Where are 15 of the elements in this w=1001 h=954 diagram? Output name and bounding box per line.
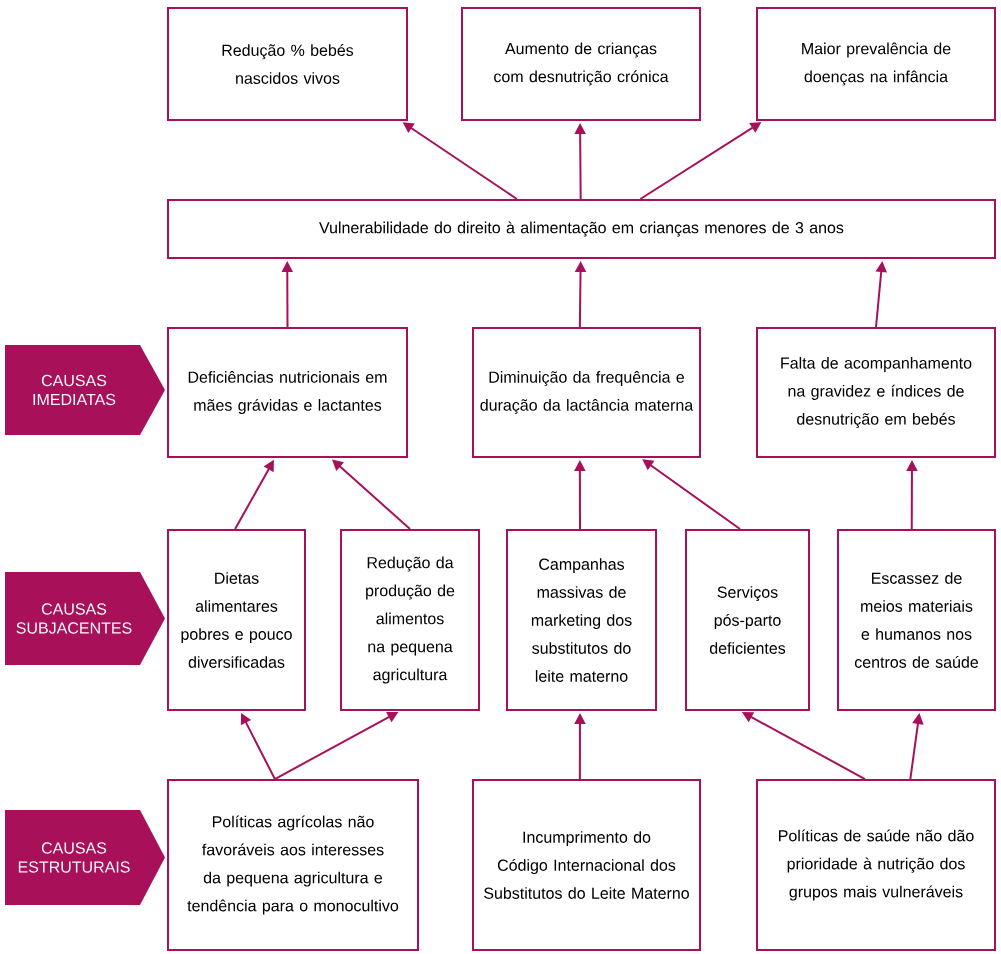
cause-box: Serviços pós-parto deficientes (685, 529, 810, 711)
cause-box: Redução % bebés nascidos vivos (167, 7, 408, 121)
cause-box: Escassez de meios materiais e humanos nos centros de saúde (837, 529, 996, 711)
cause-box: Políticas de saúde não dão prioridade à nutrição dos grupos mais vulneráveis (756, 779, 996, 951)
cause-box: Campanhas massivas de marketing dos substitutos do leite materno (506, 529, 657, 711)
cause-box: Deficiências nutricionais em mães grávidas e lactantes (167, 327, 408, 458)
cause-box: Incumprimento do Código Internacional dos Substitutos do Leite Materno (472, 779, 701, 951)
cause-box: Maior prevalência de doenças na infância (756, 7, 996, 121)
cause-box: Vulnerabilidade do direito à alimentação em crianças menores de 3 anos (167, 199, 996, 259)
cause-box: Políticas agrícolas não favoráveis aos interesses da pequena agricultura e tendência para o monocultivo (167, 779, 419, 951)
cause-box: Aumento de crianças com desnutrição crónica (461, 7, 701, 121)
cause-box: Falta de acompanhamento na gravidez e índices de desnutrição em bebés (756, 327, 996, 458)
cause-box: Redução da produção de alimentos na pequena agricultura (340, 529, 480, 711)
cause-box: Dietas alimentares pobres e pouco diversificadas (167, 529, 306, 711)
cause-box: Diminuição da frequência e duração da lactância materna (472, 327, 701, 458)
